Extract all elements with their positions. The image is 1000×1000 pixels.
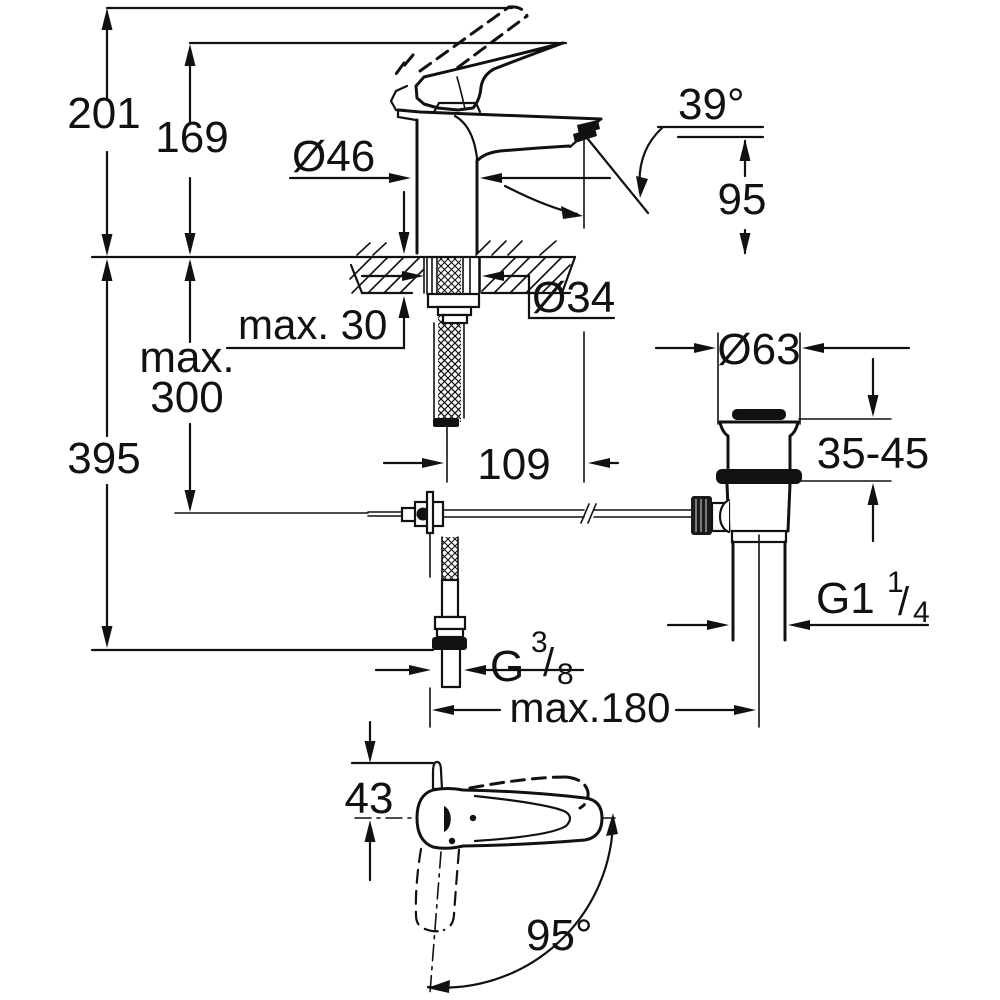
handle-neck-line [456, 76, 466, 110]
dim-supply-thread: G 3 / 8 [374, 626, 585, 691]
dim-body-diameter: Ø46 [288, 132, 612, 183]
cartridge-cap [432, 101, 482, 114]
topview-dot-1 [469, 814, 477, 822]
dim-label-d63: Ø63 [717, 325, 800, 374]
topview-dot-2 [448, 837, 456, 845]
topview-handle-rotated-dashed [468, 775, 590, 810]
base-lip [396, 108, 418, 122]
dim-label-max: max. [139, 333, 234, 382]
hose-end-cap [433, 418, 459, 427]
dim-label-max180: max.180 [509, 684, 670, 731]
waste-gasket [716, 469, 802, 484]
dim-rod-reach: max.180 [429, 684, 756, 731]
dim-hose-drop: max. 300 [139, 259, 235, 512]
dim-label-g114-main: G1 [816, 574, 875, 623]
dim-spout-reach: 109 [382, 440, 620, 489]
dim-label-95deg: 95° [526, 911, 593, 960]
mounting-nut-3 [441, 313, 469, 325]
topview-handle-down-dashed [414, 847, 461, 933]
topview-nub [431, 760, 444, 791]
mounting-nut-2 [436, 305, 473, 317]
dim-label-g114-sup: 1 [887, 566, 904, 599]
dim-basin-clamp-range: 35-45 [798, 357, 930, 543]
spout-top-edge [396, 108, 603, 121]
counter-deck-section [90, 240, 577, 295]
waste-plug-cap [732, 409, 786, 420]
pop-up-waste-assembly [691, 409, 802, 728]
dim-hole-diameter: Ø34 [360, 271, 615, 322]
mounting-shank-and-hose [426, 257, 481, 427]
dim-label-201: 201 [67, 89, 140, 138]
dim-label-300: 300 [150, 373, 223, 422]
dim-label-g114-slash: / [898, 580, 910, 624]
dim-label-g38-sub: 8 [557, 658, 574, 691]
waste-joint-housing [718, 498, 731, 534]
dim-label-d46: Ø46 [292, 132, 375, 181]
dim-label-g38-slash: / [543, 641, 555, 685]
hose-body [435, 627, 465, 639]
handle-lever [414, 41, 565, 112]
dim-deck-thickness: max. 30 [225, 190, 410, 350]
supply-hose-lower [432, 536, 467, 689]
dim-overall-height: 201 [67, 8, 141, 256]
mounting-nut-1 [426, 292, 481, 309]
dim-spout-outlet-height: 95 [718, 139, 767, 255]
handle-raised-dashed [394, 5, 529, 82]
dim-label-95: 95 [718, 175, 767, 224]
dim-label-g114-sub: 4 [913, 596, 930, 629]
topview-blade-inner [473, 794, 572, 843]
rod-sleeve [400, 506, 418, 523]
dim-label-g38-sup: 3 [531, 626, 548, 659]
dim-label-109: 109 [477, 440, 550, 489]
pop-up-pull-rod [174, 490, 693, 578]
spout-underside [475, 144, 571, 163]
faucet-side-view [389, 5, 603, 255]
dim-label-39deg: 39° [678, 80, 745, 129]
dim-label-g38-main: G [490, 642, 524, 691]
braided-hose-lower [442, 537, 458, 580]
dim-waste-flange: Ø63 [654, 325, 911, 425]
dim-label-169: 169 [155, 113, 228, 162]
handle-top-view [354, 760, 618, 994]
handle-hook-lip [389, 84, 409, 112]
topview-lever-mark [444, 806, 451, 832]
hose-smooth-tube [440, 578, 460, 619]
dim-label-max30: max. 30 [238, 301, 387, 348]
dim-label-395: 395 [67, 434, 140, 483]
dim-label-43: 43 [345, 774, 394, 823]
dim-waste-thread: G1 1 / 4 [666, 566, 930, 630]
braided-hose-upper-2 [439, 323, 460, 419]
dim-handle-offset: 43 [345, 720, 394, 882]
dim-handle-swing: 95° [526, 911, 593, 960]
hose-collar [433, 615, 467, 631]
swing-arc [426, 816, 615, 989]
g38-nut [432, 637, 467, 650]
spout-fillet [453, 114, 479, 160]
dim-spout-angle: 39° [503, 80, 745, 219]
dim-label-d34: Ø34 [532, 273, 615, 322]
dim-label-3545: 35-45 [817, 429, 930, 478]
aerator-strip-1 [577, 120, 600, 135]
dim-spout-top-height: 169 [155, 44, 229, 255]
topview-handle-outline [415, 787, 604, 850]
dim-total-below: 395 [67, 259, 141, 648]
reference-lines [90, 6, 765, 765]
rod-vertical-pin [425, 490, 435, 535]
